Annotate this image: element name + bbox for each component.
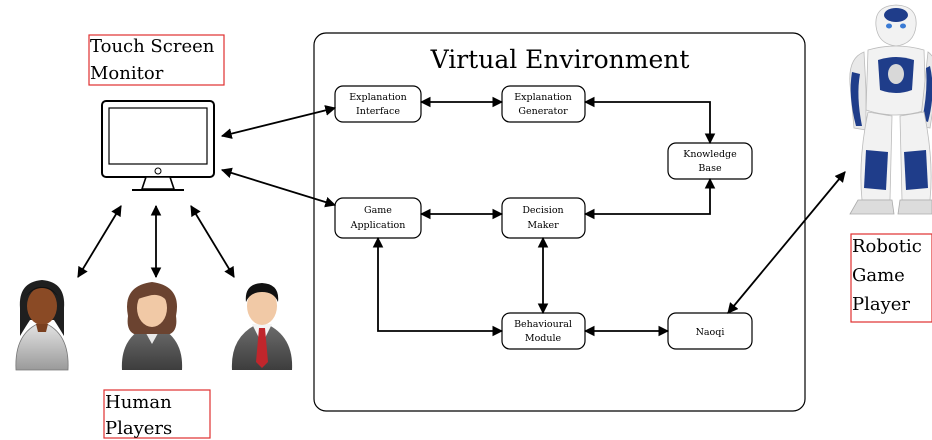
edge-generator-knowledge bbox=[583, 96, 716, 145]
node-naoqi: Naoqi bbox=[667, 312, 753, 350]
touch-screen-label-line1: Touch Screen bbox=[90, 36, 215, 57]
node-label-line1: Game bbox=[364, 205, 392, 216]
node-knowledge-base: Knowledge Base bbox=[667, 142, 753, 180]
robot-label-line1: Robotic bbox=[852, 236, 922, 257]
node-explanation-interface: Explanation Interface bbox=[334, 85, 422, 123]
robot-label-box bbox=[850, 233, 932, 323]
node-game-application: Game Application bbox=[334, 197, 422, 239]
robot-label-line3: Player bbox=[852, 294, 910, 315]
node-label-line1: Decision bbox=[522, 205, 563, 216]
human-player-icon bbox=[231, 283, 293, 370]
touch-screen-label-line2: Monitor bbox=[90, 63, 164, 84]
human-players-label-line2: Players bbox=[105, 418, 172, 439]
robot-label-line2: Game bbox=[852, 265, 905, 286]
node-explanation-generator: Explanation Generator bbox=[501, 85, 586, 123]
node-label-line2: Maker bbox=[527, 220, 559, 231]
human-players-label-box bbox=[103, 389, 211, 439]
node-behavioural-module: Behavioural Module bbox=[501, 312, 586, 350]
node-label-line2: Interface bbox=[356, 106, 400, 117]
edge-monitor-player3 bbox=[190, 205, 235, 278]
node-label-line2: Application bbox=[350, 220, 406, 231]
edge-monitor-player1 bbox=[77, 205, 122, 278]
human-players-label-line1: Human bbox=[105, 392, 172, 413]
robot-icon bbox=[849, 4, 932, 215]
human-player-icon bbox=[15, 280, 69, 371]
node-label-line2: Module bbox=[525, 333, 562, 344]
node-label: Naoqi bbox=[696, 327, 725, 338]
node-label-line1: Knowledge bbox=[683, 149, 737, 160]
edge-monitor-interface bbox=[220, 105, 337, 139]
node-label-line1: Behavioural bbox=[514, 319, 572, 330]
node-label-line2: Generator bbox=[518, 106, 568, 117]
node-label-line1: Explanation bbox=[514, 92, 572, 103]
node-label-line1: Explanation bbox=[349, 92, 407, 103]
touch-screen-label-box bbox=[88, 34, 225, 86]
edge-decision-knowledge bbox=[583, 177, 716, 220]
node-label-line2: Base bbox=[698, 163, 722, 174]
edge-naoqi-robot bbox=[727, 171, 846, 314]
node-decision-maker: Decision Maker bbox=[501, 197, 586, 239]
edge-application-behavioural bbox=[372, 236, 504, 337]
edge-monitor-application bbox=[220, 167, 337, 208]
virtual-environment-title: Virtual Environment bbox=[430, 45, 690, 74]
monitor-icon bbox=[101, 100, 215, 191]
human-player-icon bbox=[121, 282, 183, 370]
